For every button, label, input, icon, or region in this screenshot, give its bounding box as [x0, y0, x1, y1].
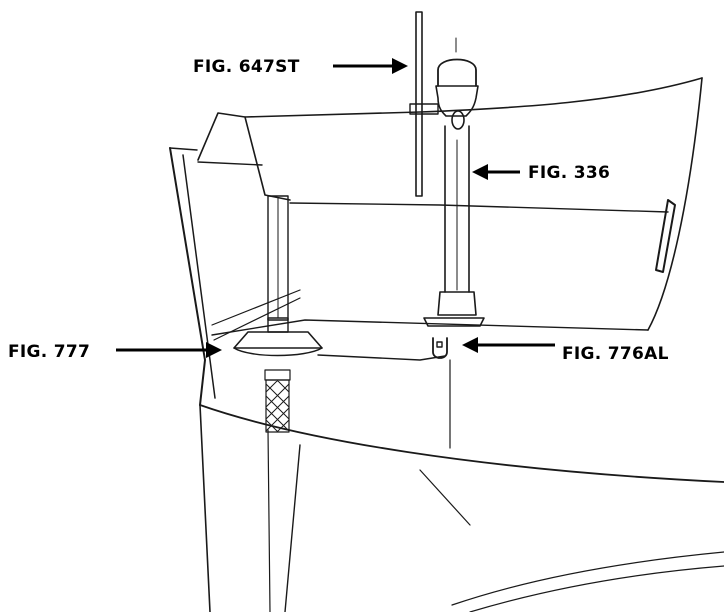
cabin-structure — [197, 77, 703, 361]
callout-arrow-777 — [116, 342, 222, 358]
mount-fig-776al — [432, 337, 451, 449]
callout-arrow-336 — [472, 164, 520, 180]
label-fig-336: FIG. 336 — [528, 163, 610, 183]
mast-fig-777 — [233, 195, 323, 433]
label-fig-647st: FIG. 647ST — [193, 57, 300, 77]
label-fig-776al: FIG. 776AL — [562, 344, 669, 364]
label-fig-777: FIG. 777 — [8, 342, 90, 362]
hull-outline — [169, 147, 724, 612]
callout-arrow-647st — [333, 58, 408, 74]
callout-arrow-776al — [462, 337, 555, 353]
light-pole-fig-336 — [423, 37, 485, 327]
flag-staff-fig-647st — [409, 11, 439, 197]
